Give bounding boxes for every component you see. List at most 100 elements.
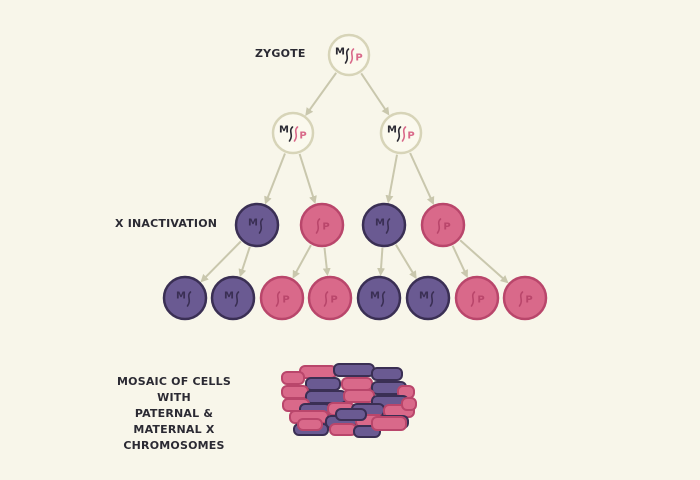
cell-gen1-right: MP [379,111,423,155]
mosaic-cell-paternal [341,377,373,391]
cell-membrane [356,275,402,321]
paternal-x-chromosome [293,126,299,142]
arrow-xinact-4-to-final-7 [451,245,468,279]
cell-final-6: M [405,275,451,321]
cell-membrane [299,202,345,248]
mosaic-cell-paternal [401,397,417,411]
paternal-x-chromosome [401,126,407,142]
arrow-gen1-right-to-xinact-3 [385,154,398,204]
paternal-letter: P [407,131,414,142]
maternal-x-chromosome [380,291,386,307]
arrow-zygote-to-gen1-left [305,72,337,116]
mosaic-cell-paternal [299,365,337,379]
cell-membrane [454,275,500,321]
x-inactivation-label: X INACTIVATION [115,217,218,230]
mosaic-cluster [281,363,417,438]
cell-membrane [379,111,423,155]
cell-membrane [259,275,305,321]
mosaic-label-line-1: MOSAIC OF CELLS WITH [117,375,231,404]
maternal-letter: M [224,291,234,302]
arrow-xinact-2-to-final-3 [292,244,312,279]
cell-final-8: P [502,275,548,321]
arrows-layer [200,72,509,284]
paternal-x-chromosome [436,218,442,234]
mosaic-label: MOSAIC OF CELLS WITH PATERNAL & MATERNAL… [108,374,240,454]
cell-final-5: M [356,275,402,321]
maternal-letter: M [419,291,429,302]
maternal-x-chromosome [258,218,264,234]
paternal-letter: P [282,295,289,306]
cell-membrane [234,202,280,248]
paternal-letter: P [477,295,484,306]
arrow-xinact-3-to-final-5 [377,247,386,277]
arrow-gen1-left-to-xinact-1 [264,153,286,205]
cell-gen1-left: MP [271,111,315,155]
mosaic-label-line-2: PATERNAL & MATERNAL X [133,407,215,436]
mosaic-cell-maternal [371,367,403,381]
paternal-letter: P [330,295,337,306]
mosaic-cell-maternal [335,408,367,421]
paternal-letter: P [443,222,450,233]
maternal-x-chromosome [344,48,350,64]
cell-membrane [502,275,548,321]
mosaic-cell-paternal [297,418,323,431]
maternal-x-chromosome [385,218,391,234]
maternal-x-chromosome [429,291,435,307]
mosaic-cell-paternal [329,423,357,436]
arrow-gen1-left-to-xinact-2 [298,153,317,205]
maternal-letter: M [370,291,380,302]
cell-final-2: M [210,275,256,321]
arrow-xinact-1-to-final-2 [238,246,251,278]
cell-membrane [307,275,353,321]
paternal-letter: P [299,131,306,142]
arrow-xinact-1-to-final-1 [200,240,242,283]
paternal-x-chromosome [315,218,321,234]
cell-zygote: MP [327,33,371,77]
cell-membrane [327,33,371,77]
maternal-x-chromosome [288,126,294,142]
cell-membrane [162,275,208,321]
mosaic-label-line-3: CHROMOSOMES [123,439,225,452]
mosaic-cell-maternal [305,377,341,391]
mosaic-cell-maternal [333,363,375,377]
paternal-letter: P [525,295,532,306]
paternal-x-chromosome [323,291,329,307]
arrow-xinact-2-to-final-4 [322,247,331,277]
cell-membrane [420,202,466,248]
maternal-letter: M [335,47,345,58]
arrow-xinact-3-to-final-6 [395,244,417,280]
cell-final-4: P [307,275,353,321]
cell-membrane [271,111,315,155]
maternal-x-chromosome [234,291,240,307]
maternal-letter: M [176,291,186,302]
cell-membrane [210,275,256,321]
mosaic-cell-paternal [371,416,407,431]
paternal-letter: P [355,53,362,64]
arrow-zygote-to-gen1-right [360,72,390,116]
cell-xinact-2: P [299,202,345,248]
maternal-x-chromosome [396,126,402,142]
mosaic-cell-paternal [281,371,305,385]
maternal-letter: M [248,218,258,229]
arrow-gen1-right-to-xinact-4 [409,152,435,205]
maternal-x-chromosome [186,291,192,307]
cell-final-3: P [259,275,305,321]
cell-xinact-3: M [361,202,407,248]
cell-xinact-4: P [420,202,466,248]
mosaic-cell-paternal [281,385,309,399]
cell-membrane [361,202,407,248]
mosaic-cell-paternal [343,389,375,403]
cell-final-1: M [162,275,208,321]
maternal-letter: M [279,125,289,136]
paternal-x-chromosome [349,48,355,64]
mosaic-cell-maternal [305,390,347,404]
cell-membrane [405,275,451,321]
paternal-x-chromosome [275,291,281,307]
maternal-letter: M [375,218,385,229]
paternal-letter: P [322,222,329,233]
cell-xinact-1: M [234,202,280,248]
paternal-x-chromosome [518,291,524,307]
